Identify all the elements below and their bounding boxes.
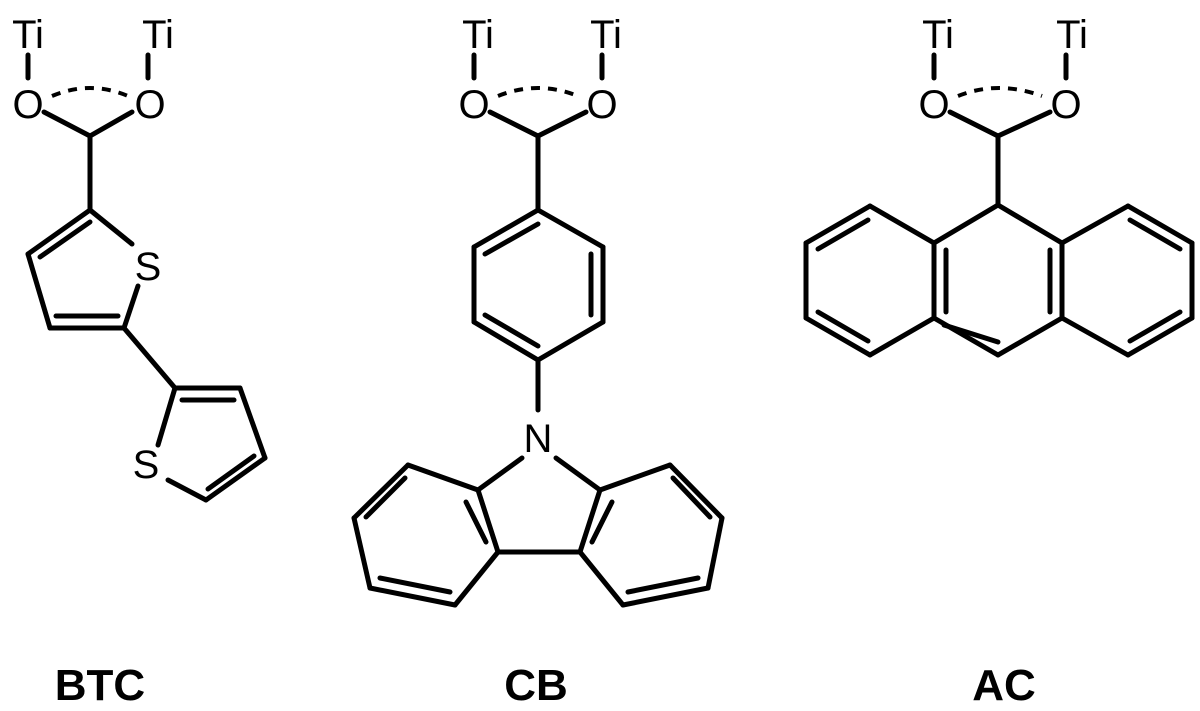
cb-nitrogen-label: N bbox=[524, 417, 553, 461]
ac-o-right-label: O bbox=[1050, 83, 1081, 127]
cb-ti-left-label: Ti bbox=[462, 13, 494, 57]
structure-btc: Ti Ti O O S S BTC bbox=[12, 13, 268, 710]
btc-structure-label: BTC bbox=[55, 661, 145, 710]
ac-bonds bbox=[803, 52, 1195, 358]
btc-sulfur-ring2-label: S bbox=[133, 443, 160, 487]
cb-o-left-label: O bbox=[458, 83, 489, 127]
cb-bonds bbox=[351, 52, 725, 608]
structure-cb: Ti Ti O O N CB bbox=[351, 13, 725, 710]
ac-o-left-label: O bbox=[918, 83, 949, 127]
cb-o-right-label: O bbox=[586, 83, 617, 127]
cb-carboxylate-resonance-arc bbox=[497, 86, 579, 98]
btc-o-left-label: O bbox=[12, 83, 43, 127]
cb-ti-right-label: Ti bbox=[590, 13, 622, 57]
btc-ti-right-label: Ti bbox=[142, 13, 174, 57]
btc-bonds bbox=[25, 52, 268, 503]
cb-structure-label: CB bbox=[504, 661, 568, 710]
structure-ac: Ti Ti O O AC bbox=[803, 13, 1195, 710]
btc-sulfur-ring1-label: S bbox=[135, 245, 162, 289]
ac-ti-right-label: Ti bbox=[1056, 13, 1088, 57]
ac-ti-left-label: Ti bbox=[922, 13, 954, 57]
btc-o-right-label: O bbox=[134, 83, 165, 127]
ac-carboxylate-resonance-arc bbox=[957, 86, 1043, 98]
ac-structure-label: AC bbox=[972, 661, 1036, 710]
btc-ti-left-label: Ti bbox=[12, 13, 44, 57]
btc-carboxylate-resonance-arc bbox=[51, 86, 129, 98]
